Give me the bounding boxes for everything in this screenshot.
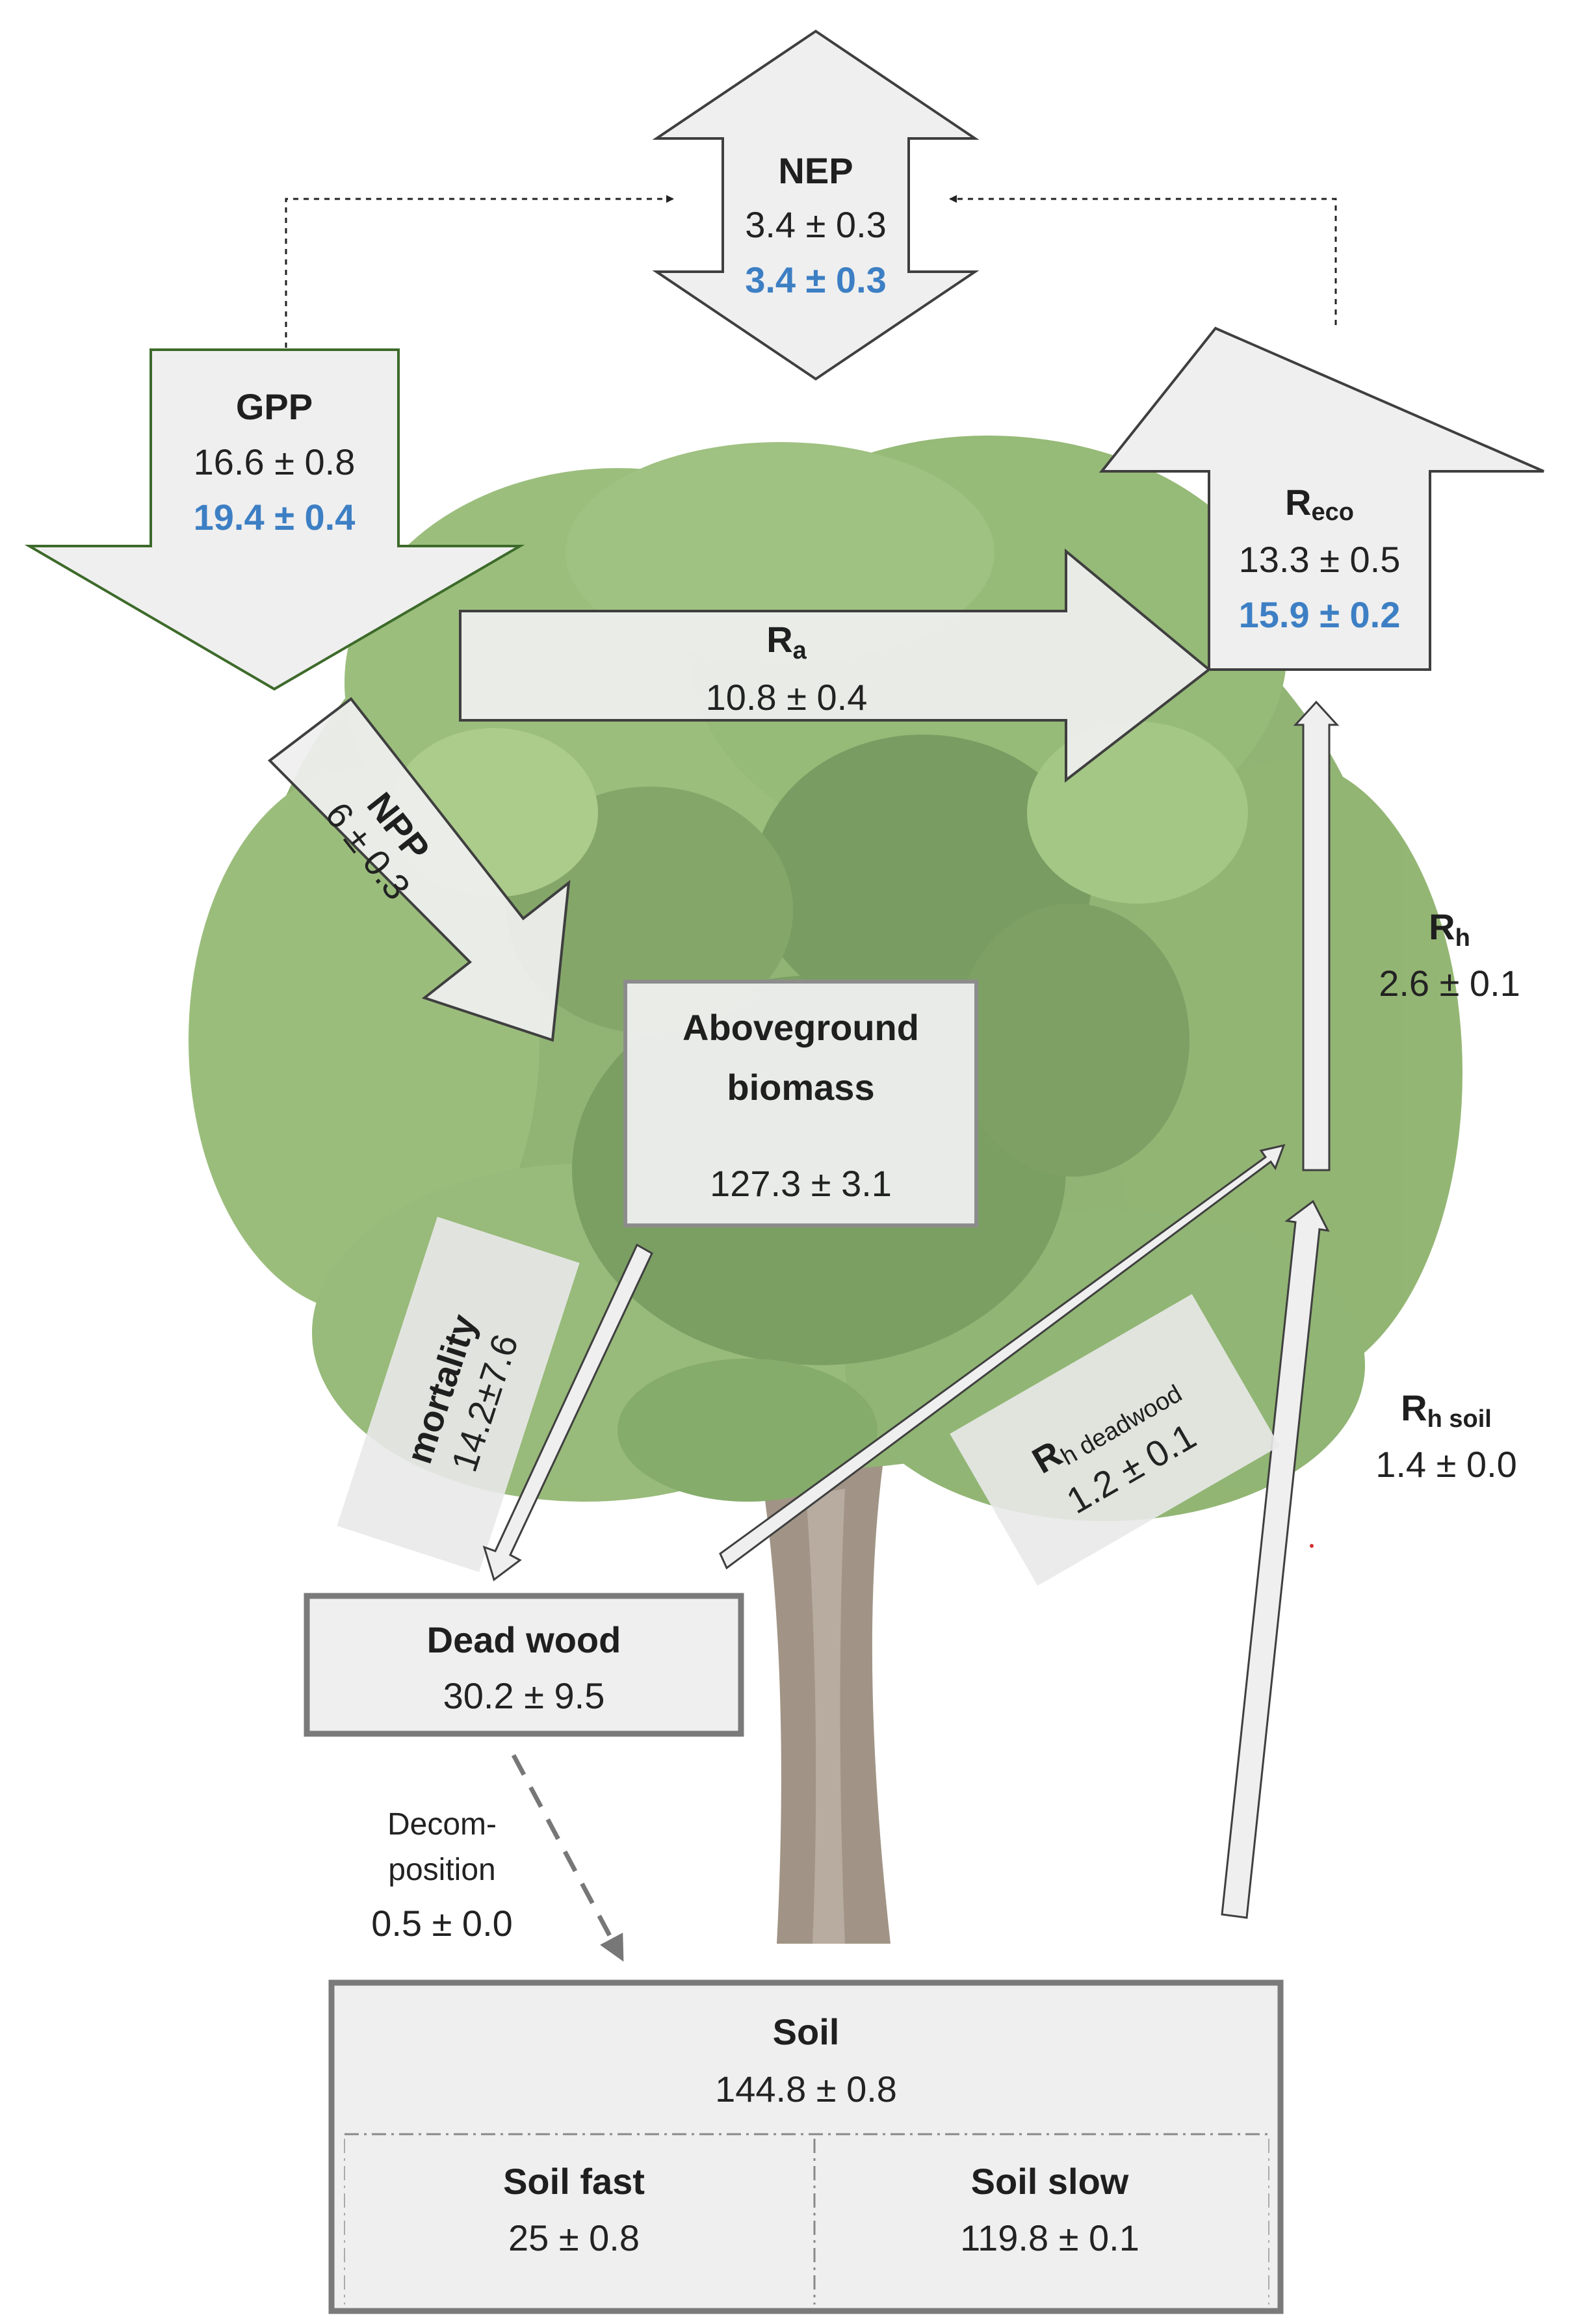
reco-value-alt: 15.9 ± 0.2 <box>1239 594 1401 635</box>
reco-title: R <box>1285 482 1311 523</box>
reco-title-sub: eco <box>1311 499 1353 526</box>
decomposition-line2: position <box>388 1853 495 1887</box>
agb-title-line2: biomass <box>727 1067 874 1108</box>
mortality-label: mortality 14.2±7.6 <box>337 1216 580 1573</box>
rh-soil-arrow <box>1221 1199 1330 1919</box>
reco-value: 13.3 ± 0.5 <box>1239 539 1401 580</box>
decomposition-value: 0.5 ± 0.0 <box>371 1903 513 1944</box>
reco-to-nep-connector <box>949 195 1337 325</box>
reco-title-group: Reco <box>1285 482 1354 526</box>
rh-soil-title-sub: h soil <box>1427 1405 1492 1433</box>
nep-arrow: NEP 3.4 ± 0.3 3.4 ± 0.3 <box>652 29 980 381</box>
gpp-arrow: GPP 16.6 ± 0.8 19.4 ± 0.4 <box>24 348 525 691</box>
soil-box: Soil 144.8 ± 0.8 Soil fast 25 ± 0.8 Soil… <box>328 1979 1284 2314</box>
agb-title-line1: Aboveground <box>682 1007 919 1048</box>
decomposition-label: Decom- position 0.5 ± 0.0 <box>371 1807 513 1944</box>
ra-title: R <box>766 619 792 660</box>
tree-trunk-shade <box>806 1489 845 1944</box>
agb-value: 127.3 ± 3.1 <box>710 1163 892 1204</box>
rh-soil-label: Rh soil 1.4 ± 0.0 <box>1375 1387 1517 1485</box>
dead-wood-value: 30.2 ± 9.5 <box>443 1675 605 1716</box>
dead-wood-box: Dead wood 30.2 ± 9.5 <box>304 1593 744 1737</box>
rh-title-group: Rh <box>1429 906 1470 952</box>
nep-value: 3.4 ± 0.3 <box>745 204 887 245</box>
decomposition-line1: Decom- <box>387 1807 497 1842</box>
rh-title: R <box>1429 906 1455 947</box>
soil-slow-title: Soil slow <box>971 2161 1129 2202</box>
rh-value: 2.6 ± 0.1 <box>1379 963 1520 1004</box>
rh-arrow <box>1293 700 1340 1171</box>
rh-soil-title-group: Rh soil <box>1401 1387 1492 1433</box>
ra-title-sub: a <box>793 637 807 664</box>
gpp-to-nep-connector <box>285 195 674 348</box>
mortality-arrow <box>482 1243 653 1582</box>
nep-title: NEP <box>778 150 853 191</box>
soil-fast-title: Soil fast <box>503 2161 645 2202</box>
soil-value: 144.8 ± 0.8 <box>715 2069 897 2109</box>
rh-soil-title: R <box>1401 1387 1427 1428</box>
ra-title-group: Ra <box>766 619 807 664</box>
soil-title: Soil <box>773 2011 840 2052</box>
rh-deadwood-label: Rh deadwood 1.2 ± 0.1 <box>950 1294 1280 1586</box>
soil-slow-value: 119.8 ± 0.1 <box>960 2217 1139 2258</box>
gpp-value: 16.6 ± 0.8 <box>194 441 356 482</box>
soil-fast-value: 25 ± 0.8 <box>508 2217 640 2258</box>
reco-arrow: Reco 13.3 ± 0.5 15.9 ± 0.2 <box>1098 326 1544 671</box>
gpp-title: GPP <box>236 386 313 427</box>
rh-soil-value: 1.4 ± 0.0 <box>1375 1444 1517 1485</box>
red-dot <box>1310 1544 1314 1548</box>
aboveground-biomass-box: Aboveground biomass 127.3 ± 3.1 <box>623 980 978 1227</box>
nep-value-alt: 3.4 ± 0.3 <box>745 259 887 300</box>
rh-label: Rh 2.6 ± 0.1 <box>1379 906 1520 1004</box>
dead-wood-title: Dead wood <box>427 1619 621 1660</box>
rh-deadwood-arrow <box>719 1143 1286 1570</box>
gpp-value-alt: 19.4 ± 0.4 <box>194 497 356 538</box>
ra-arrow: Ra 10.8 ± 0.4 <box>459 548 1212 783</box>
decomposition-arrow <box>511 1754 624 1962</box>
rh-title-sub: h <box>1455 924 1470 952</box>
ra-value: 10.8 ± 0.4 <box>706 677 868 718</box>
